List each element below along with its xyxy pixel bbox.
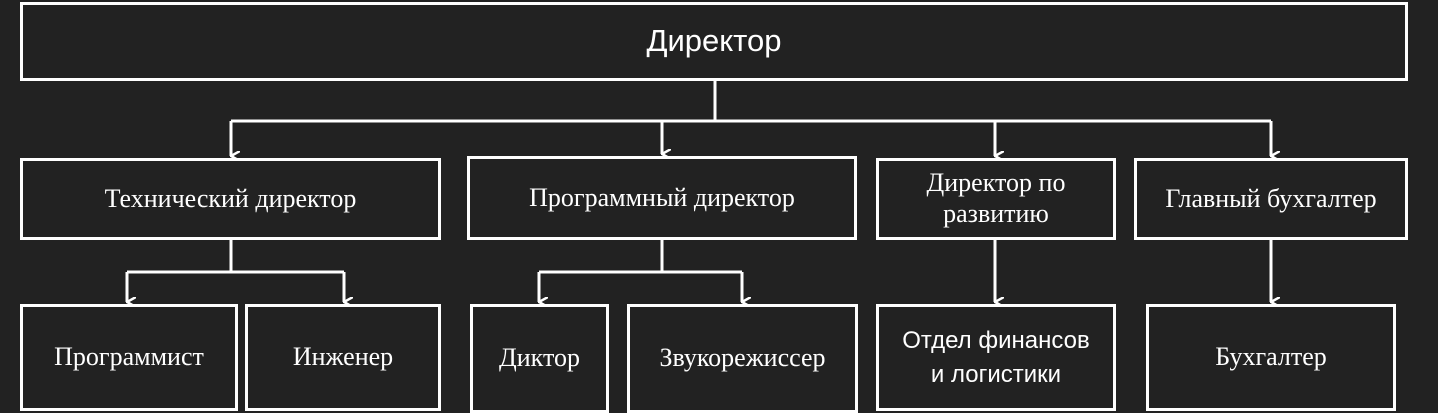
node-engineer: Инженер bbox=[245, 304, 441, 411]
node-director: Директор bbox=[20, 2, 1408, 81]
node-finance-logistics: Отдел финансов и логистики bbox=[876, 304, 1116, 411]
node-finance-logistics-label: Отдел финансов и логистики bbox=[902, 326, 1090, 388]
node-sound-engineer: Звукорежиссер bbox=[627, 304, 858, 413]
node-program-director: Программный директор bbox=[467, 156, 857, 240]
node-accountant: Бухгалтер bbox=[1146, 304, 1396, 411]
node-programmer: Программист bbox=[20, 304, 238, 411]
node-chief-accountant-label: Главный бухгалтер bbox=[1165, 183, 1377, 213]
node-accountant-label: Бухгалтер bbox=[1215, 342, 1327, 372]
node-announcer: Диктор bbox=[470, 304, 609, 413]
node-programmer-label: Программист bbox=[54, 342, 204, 372]
node-engineer-label: Инженер bbox=[292, 342, 394, 372]
node-development-director-label: Директор по развитию bbox=[926, 168, 1066, 228]
node-chief-accountant: Главный бухгалтер bbox=[1134, 158, 1408, 240]
node-director-label: Директор bbox=[646, 23, 782, 59]
node-announcer-label: Диктор bbox=[499, 343, 580, 373]
node-technical-director-label: Технический директор bbox=[104, 183, 357, 213]
node-program-director-label: Программный директор bbox=[529, 182, 795, 212]
node-development-director: Директор по развитию bbox=[876, 158, 1116, 240]
node-technical-director: Технический директор bbox=[20, 158, 441, 240]
node-sound-engineer-label: Звукорежиссер bbox=[659, 343, 826, 373]
